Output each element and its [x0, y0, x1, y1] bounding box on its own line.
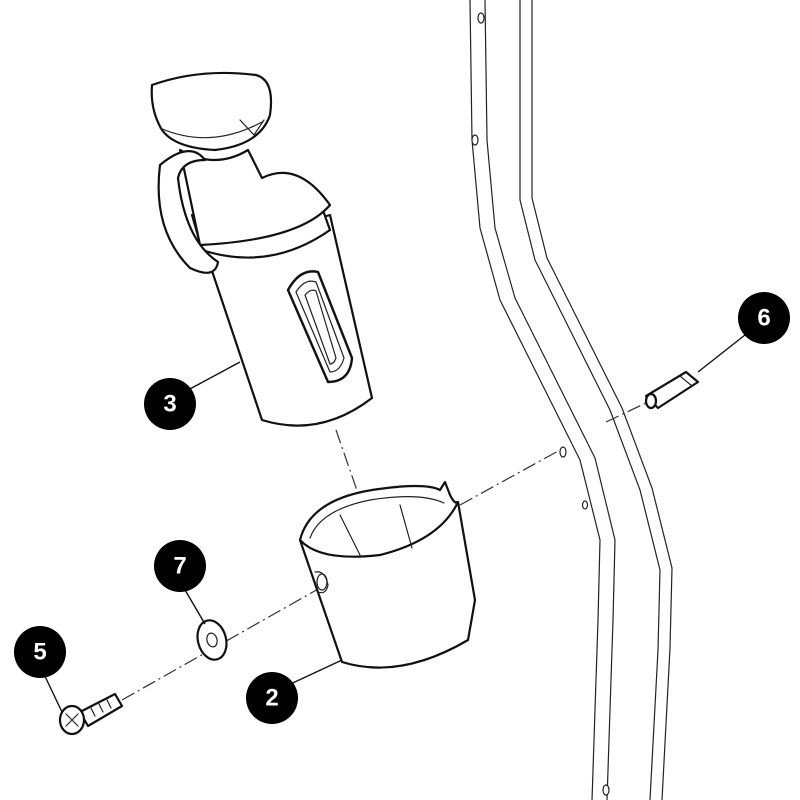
assembly-axes: [121, 401, 649, 701]
callout-3: 3: [144, 378, 196, 430]
callout-7: 7: [154, 540, 206, 592]
axis-screw: [121, 587, 321, 701]
callout-5-label: 5: [33, 639, 46, 666]
axis-sleeve: [459, 449, 561, 506]
axis-vertical: [335, 429, 371, 529]
screw: [58, 692, 124, 736]
callout-5: 5: [14, 626, 66, 678]
callout-3-label: 3: [163, 391, 176, 418]
cup-holder-insert: [150, 71, 374, 427]
washer: [196, 619, 228, 661]
callout-2-label: 2: [265, 685, 278, 712]
callout-6-label: 6: [757, 305, 770, 332]
body-panel: [469, 0, 673, 800]
sleeve-spacer: [644, 370, 700, 410]
callout-7-label: 7: [173, 553, 186, 580]
axis-sleeve-right: [605, 401, 649, 423]
callout-6: 6: [738, 292, 790, 344]
cup-holder-base: [298, 480, 477, 669]
callout-2: 2: [246, 672, 298, 724]
